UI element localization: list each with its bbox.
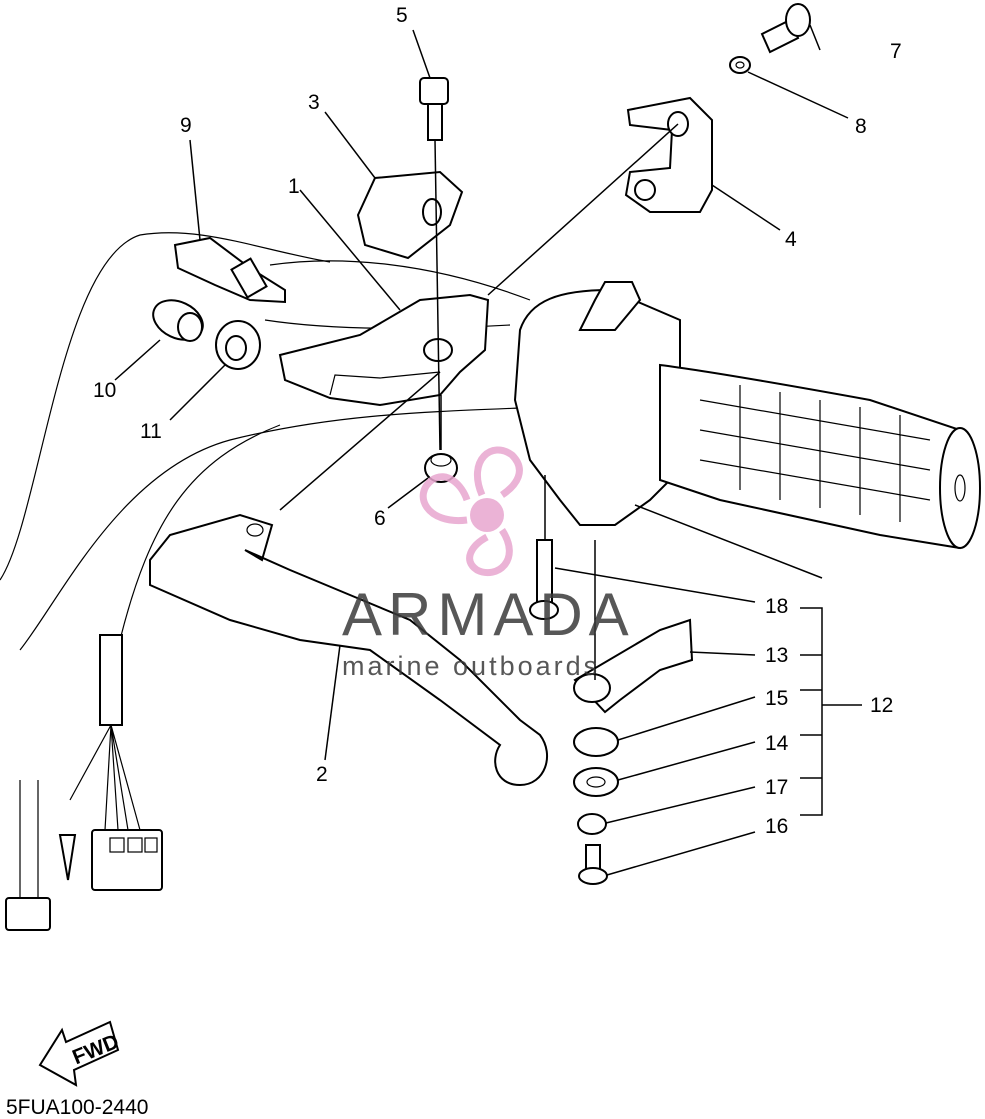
callout-labels: 5 3 1 9 7 8 4 10 11 6 2 18 13 15 12 14 1… xyxy=(93,4,902,838)
propeller-icon xyxy=(419,446,523,577)
callout-1: 1 xyxy=(288,175,300,198)
part-10-locknut xyxy=(152,299,204,342)
grip-assembly xyxy=(513,281,981,550)
part-8-washer xyxy=(729,56,751,74)
callout-5: 5 xyxy=(396,4,408,27)
callout-2: 2 xyxy=(316,763,328,786)
part-13-pivot xyxy=(573,618,694,714)
part-11-nut xyxy=(215,320,261,370)
callout-14: 14 xyxy=(765,732,789,755)
watermark-tagline: marine outboards xyxy=(342,651,600,681)
handlebar-outline xyxy=(0,232,531,651)
fwd-arrow: FWD xyxy=(38,1020,122,1087)
part-3-switch xyxy=(356,170,464,260)
part-5-screw xyxy=(419,77,449,141)
callout-11: 11 xyxy=(140,420,162,443)
part-15-nut xyxy=(573,727,619,757)
callout-17: 17 xyxy=(765,776,788,799)
callout-4: 4 xyxy=(785,228,797,251)
armada-watermark: ARMADA marine outboards xyxy=(342,446,635,681)
callout-8: 8 xyxy=(855,115,867,138)
part-2-lever xyxy=(149,513,549,787)
part-4-bracket xyxy=(624,96,713,213)
watermark-brand: ARMADA xyxy=(342,581,635,648)
callout-16: 16 xyxy=(765,815,788,838)
callout-9: 9 xyxy=(180,114,192,137)
callout-15: 15 xyxy=(765,687,788,710)
callout-6: 6 xyxy=(374,507,386,530)
assembly-lines xyxy=(434,123,679,680)
part-9-cable-adjuster xyxy=(173,236,286,304)
part-18-bolt xyxy=(529,539,559,620)
part-7-screw xyxy=(760,3,811,54)
diagram-code: 5FUA100-2440 xyxy=(6,1096,148,1119)
switch-wiring xyxy=(5,634,163,931)
part-1-lever-holder xyxy=(278,293,490,407)
leader-lines xyxy=(114,24,862,876)
callout-18: 18 xyxy=(765,595,788,618)
callout-10: 10 xyxy=(93,379,116,402)
callout-3: 3 xyxy=(308,91,320,114)
part-16-screw xyxy=(578,844,608,885)
callout-13: 13 xyxy=(765,644,788,667)
part-14-washer xyxy=(573,767,619,797)
callout-12: 12 xyxy=(870,694,893,717)
callout-7: 7 xyxy=(890,40,902,63)
part-17-washer xyxy=(577,813,607,835)
